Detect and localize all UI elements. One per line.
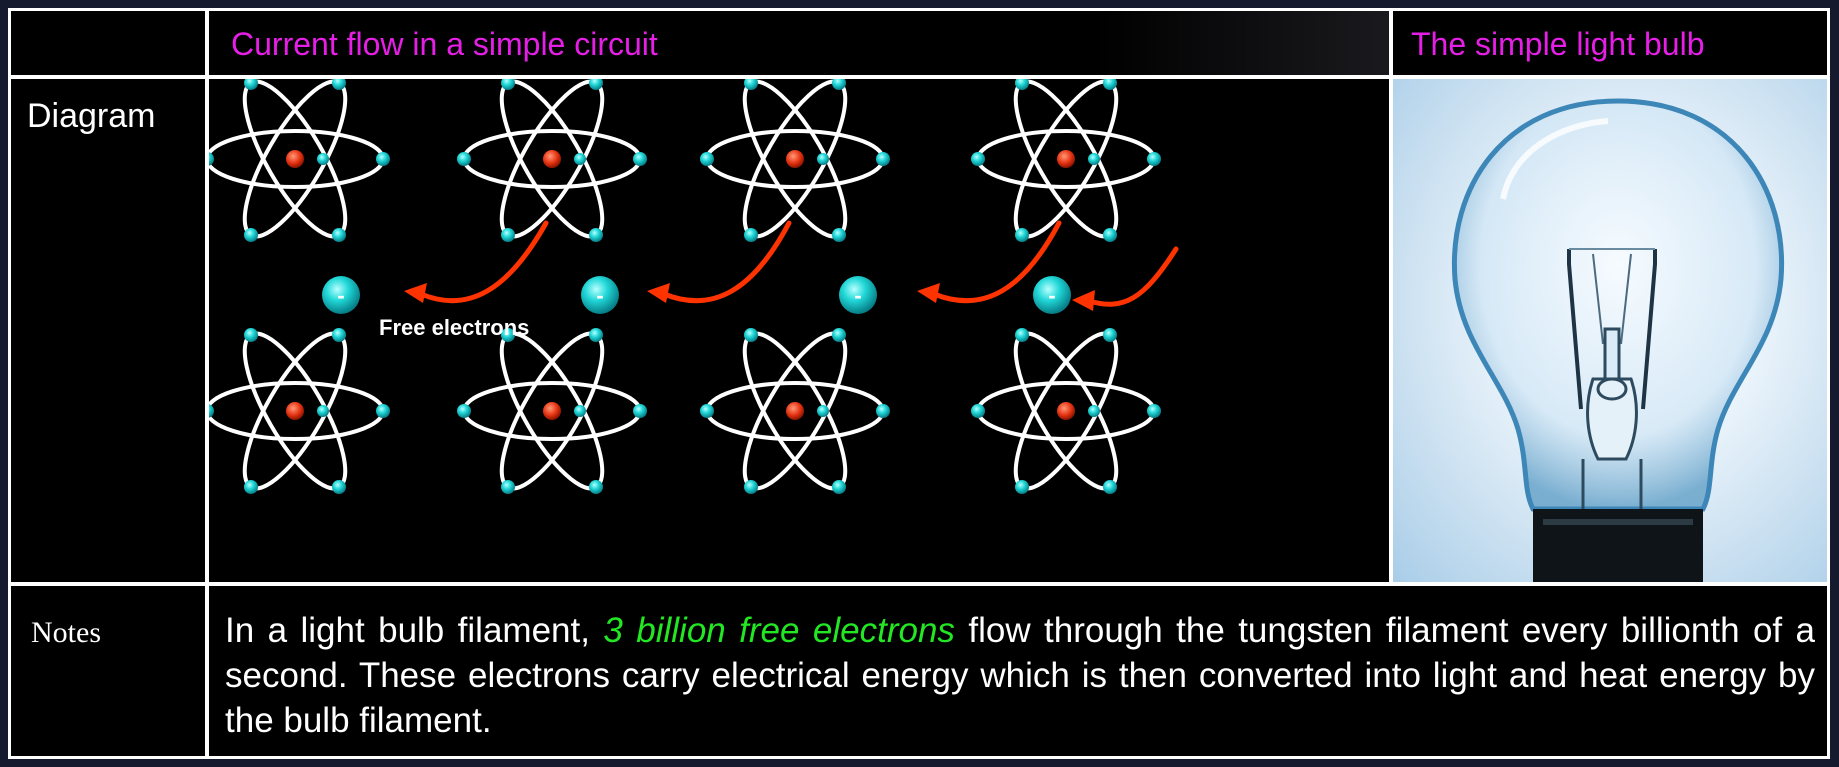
filament-stem [1581,327,1643,509]
electron-sign: - [1048,283,1055,308]
glass-highlight [1500,118,1609,200]
light-bulb-photo [1393,79,1827,582]
atom [455,318,649,504]
flow-arrow [661,220,792,304]
arrow-head [404,283,427,303]
diagram-title: Current flow in a simple circuit [231,26,658,62]
diagram-row-label-cell: Diagram [11,79,205,582]
arrow-heads [404,283,1095,311]
arrow-head [647,283,670,303]
atom [969,318,1163,504]
electron-sign: - [337,283,344,308]
flow-arrow [1086,246,1179,307]
atom [969,79,1163,252]
notes-highlight: 3 billion free electrons [603,611,955,650]
free-electrons: - - - - [322,276,1071,314]
free-electrons-label: Free electrons [379,315,530,340]
free-electron [839,276,877,314]
notes-text: In a light bulb filament, 3 billion free… [225,608,1815,743]
atom [698,318,892,504]
atom [209,79,392,252]
header-bulb-cell: The simple light bulb [1393,11,1827,75]
atom [209,318,392,504]
slide-table: Current flow in a simple circuit The sim… [8,8,1830,759]
electron-sign: - [854,283,861,308]
notes-cell: In a light bulb filament, 3 billion free… [209,586,1827,756]
current-flow-arrows [418,220,1179,307]
arrow-head [917,283,940,303]
bulb-title: The simple light bulb [1411,26,1705,62]
flow-arrow [418,220,549,304]
electron-sign: - [596,283,603,308]
free-electron [581,276,619,314]
free-electron [322,276,360,314]
flow-arrow [931,220,1062,304]
atom [455,79,649,252]
free-electron [1033,276,1071,314]
notes-text-after: flow through the tungsten filament every… [225,611,1816,740]
notes-row-label: Notes [31,616,101,649]
circuit-diagram: - - - - Free electrons [209,79,1389,582]
light-bulb-illustration [1451,98,1785,582]
diagram-row-label: Diagram [27,97,156,135]
atom [698,79,892,252]
notes-row-label-cell: Notes [11,586,205,756]
notes-text-before: In a light bulb filament, [225,611,604,650]
circuit-diagram-svg: - - - - [209,79,1179,504]
header-diagram-cell: Current flow in a simple circuit [209,11,1389,75]
arrow-head [1072,290,1095,311]
filament-wires [1567,248,1657,410]
header-corner-cell [11,11,205,75]
